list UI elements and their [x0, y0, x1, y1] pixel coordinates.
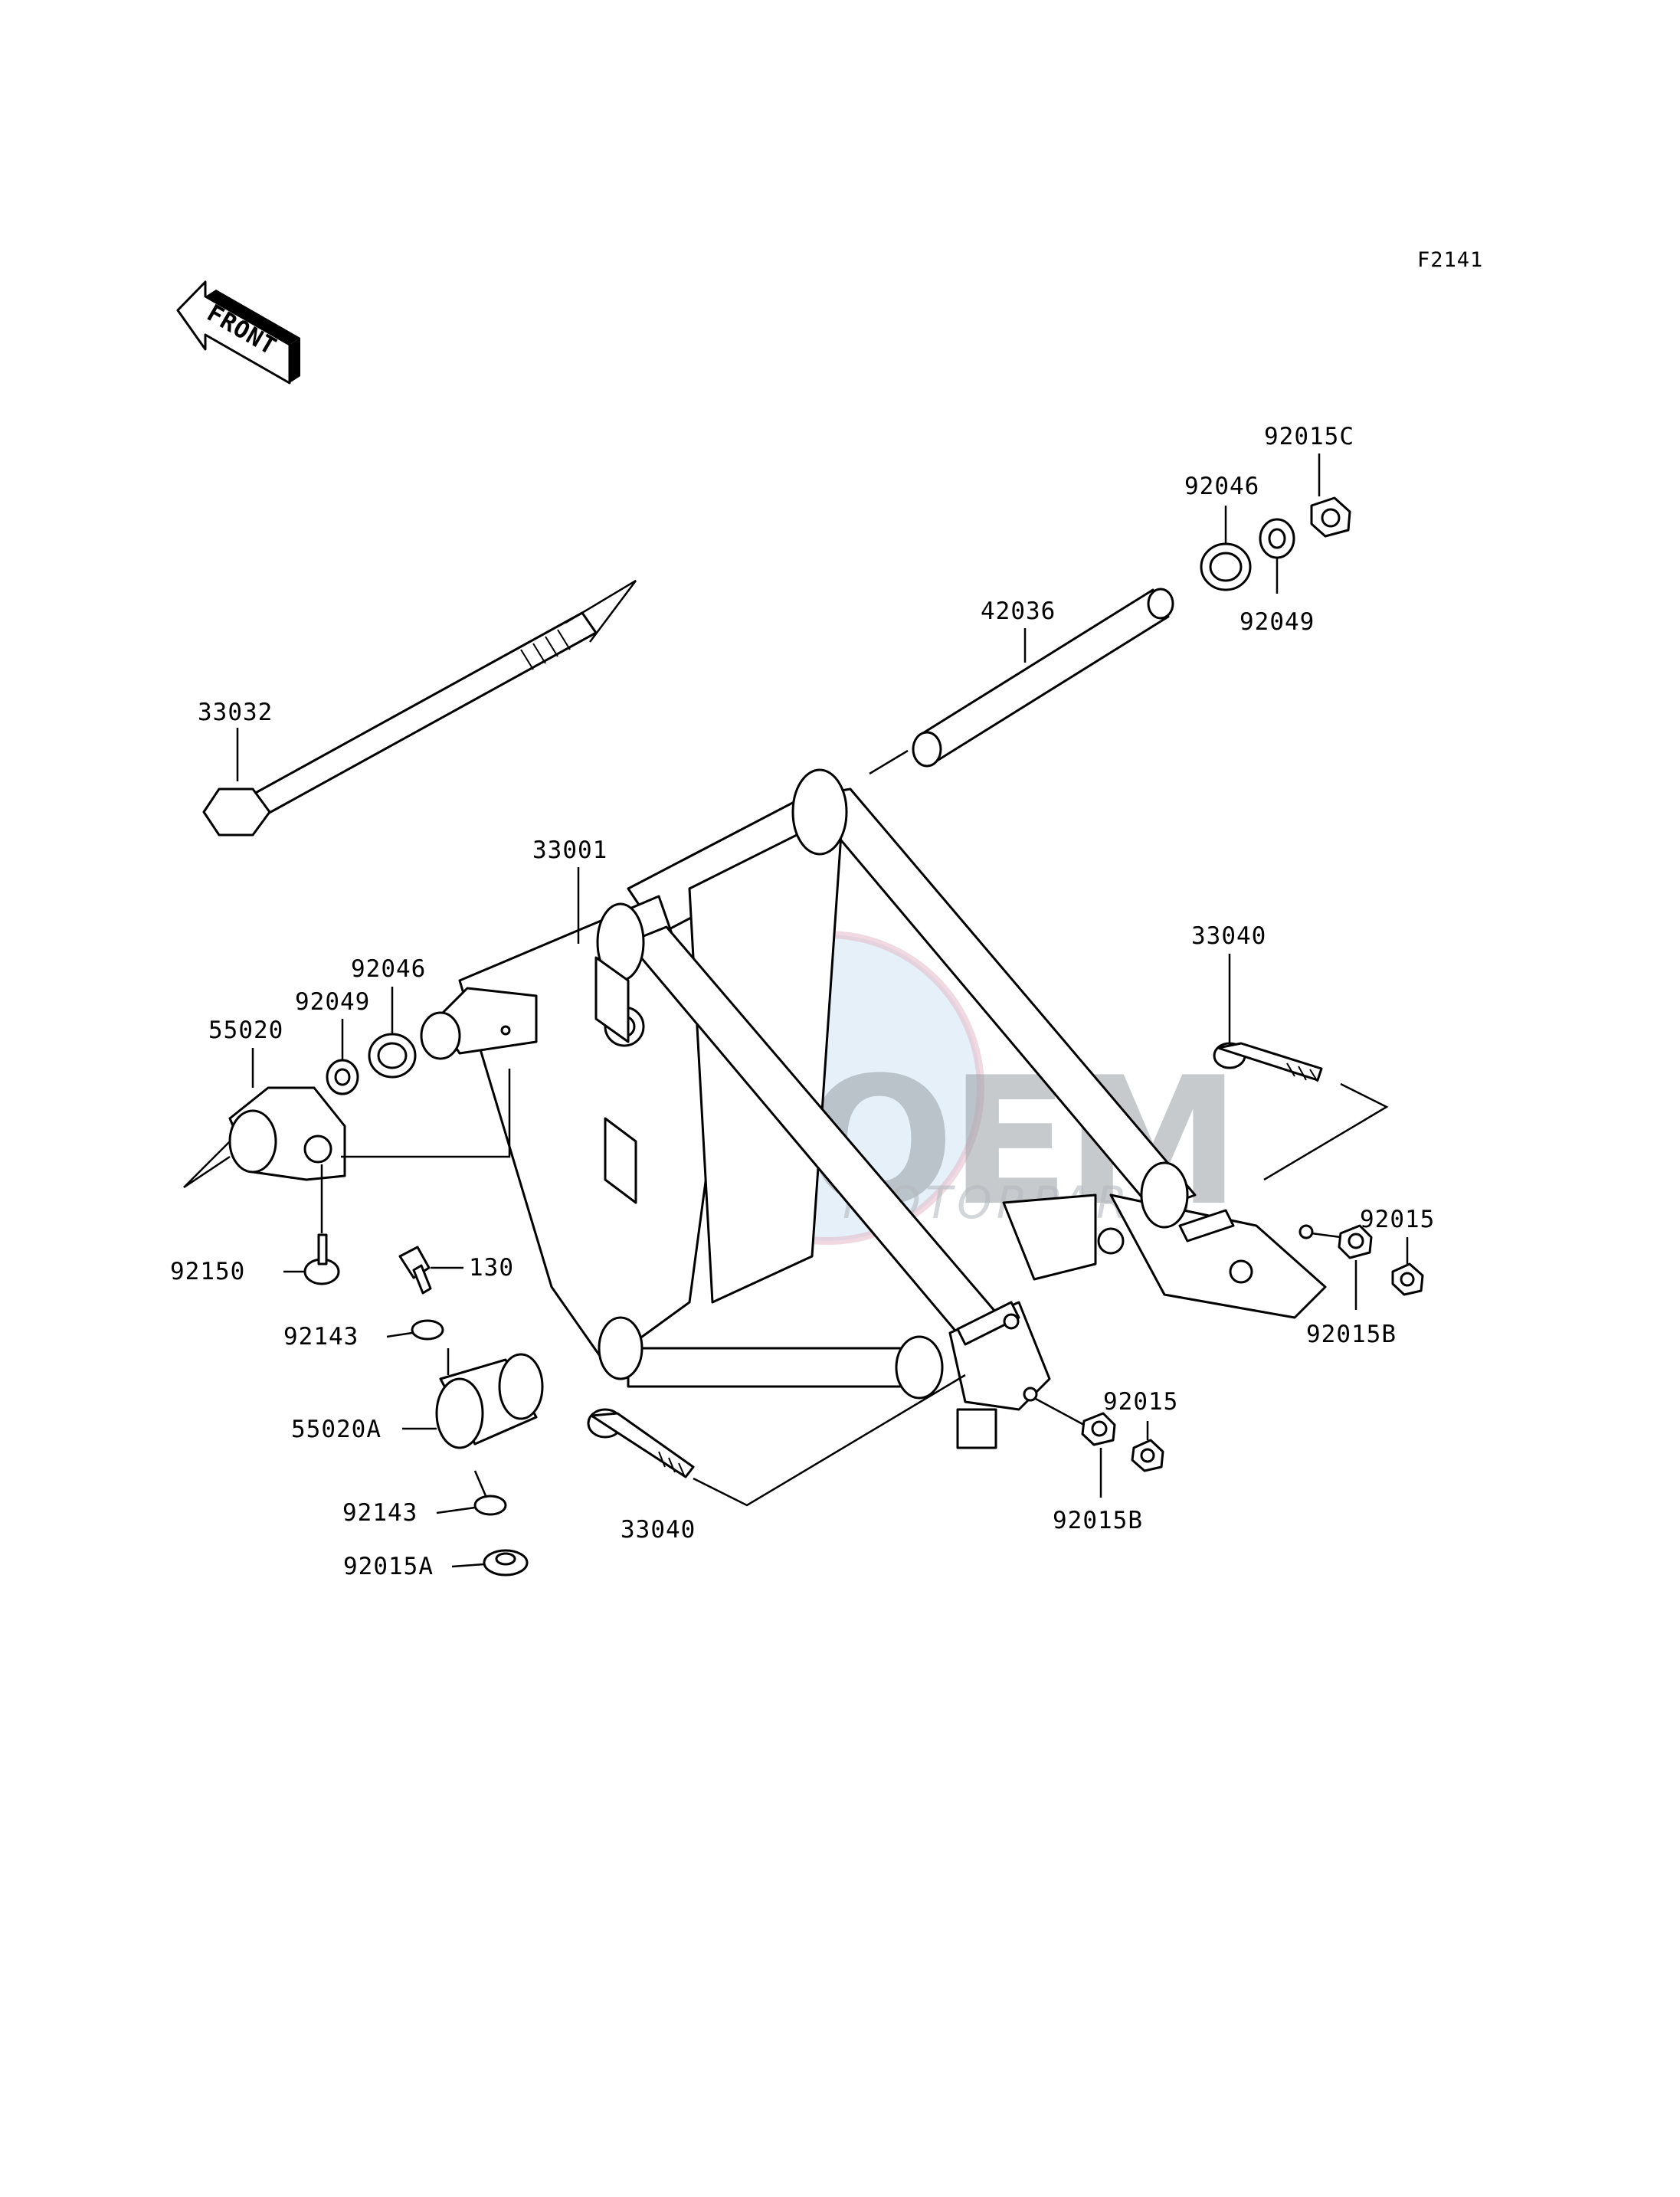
label-55020[interactable]: 55020 [208, 1017, 283, 1044]
diagram-code: F2141 [1417, 248, 1483, 272]
grommet-92143-top [411, 1319, 444, 1341]
label-92015B-right[interactable]: 92015B [1306, 1321, 1397, 1348]
nut-92015B-right [1311, 1224, 1373, 1259]
label-55020A[interactable]: 55020A [291, 1416, 382, 1443]
bolt-92150 [303, 1164, 340, 1285]
nut-92015A [483, 1549, 529, 1577]
label-33001[interactable]: 33001 [532, 837, 607, 864]
label-92049-top[interactable]: 92049 [1240, 608, 1315, 636]
collar-42036 [869, 588, 1174, 775]
label-33040-right[interactable]: 33040 [1191, 922, 1266, 950]
front-arrow: FRONT [176, 280, 300, 385]
label-92049-left[interactable]: 92049 [295, 988, 370, 1016]
adjuster-33040-right [1213, 1042, 1389, 1181]
nut-92015B-bottom [1033, 1396, 1116, 1446]
part-labels: 33032 42036 92046 92015C 92049 33001 920… [170, 423, 1435, 1580]
nut-92015-bottom [1131, 1439, 1164, 1472]
needle-bearing-left [368, 1033, 417, 1079]
bolt-130 [398, 1246, 463, 1295]
cover-55020 [183, 1069, 511, 1189]
label-92143-bottom[interactable]: 92143 [342, 1499, 418, 1527]
label-42036[interactable]: 42036 [981, 598, 1056, 625]
label-92015A[interactable]: 92015A [343, 1553, 434, 1580]
label-92143-top[interactable]: 92143 [283, 1323, 359, 1351]
label-33032[interactable]: 33032 [198, 699, 273, 726]
adjuster-33040-bottom [587, 1374, 966, 1507]
label-130[interactable]: 130 [469, 1254, 514, 1282]
label-92046-top[interactable]: 92046 [1184, 473, 1259, 500]
nut-92015-right [1391, 1262, 1424, 1296]
nut-92015C [1310, 496, 1351, 538]
leader-lines [236, 453, 1409, 1568]
grommet-92143-bottom [473, 1470, 507, 1516]
label-92046-left[interactable]: 92046 [351, 955, 426, 983]
label-92015-bottom[interactable]: 92015 [1103, 1388, 1178, 1416]
washer-top [1259, 518, 1295, 559]
left-pivot-housing [420, 987, 538, 1060]
label-92015B-bottom[interactable]: 92015B [1053, 1507, 1143, 1534]
label-92015-right[interactable]: 92015 [1360, 1206, 1435, 1233]
label-92150[interactable]: 92150 [170, 1258, 245, 1285]
washer-left [326, 1059, 359, 1095]
label-92015C[interactable]: 92015C [1264, 423, 1354, 450]
damper-55020A [435, 1348, 544, 1449]
pivot-shaft-33032 [202, 579, 637, 837]
needle-bearing-top [1200, 542, 1252, 591]
label-33040-bottom[interactable]: 33040 [621, 1516, 696, 1544]
